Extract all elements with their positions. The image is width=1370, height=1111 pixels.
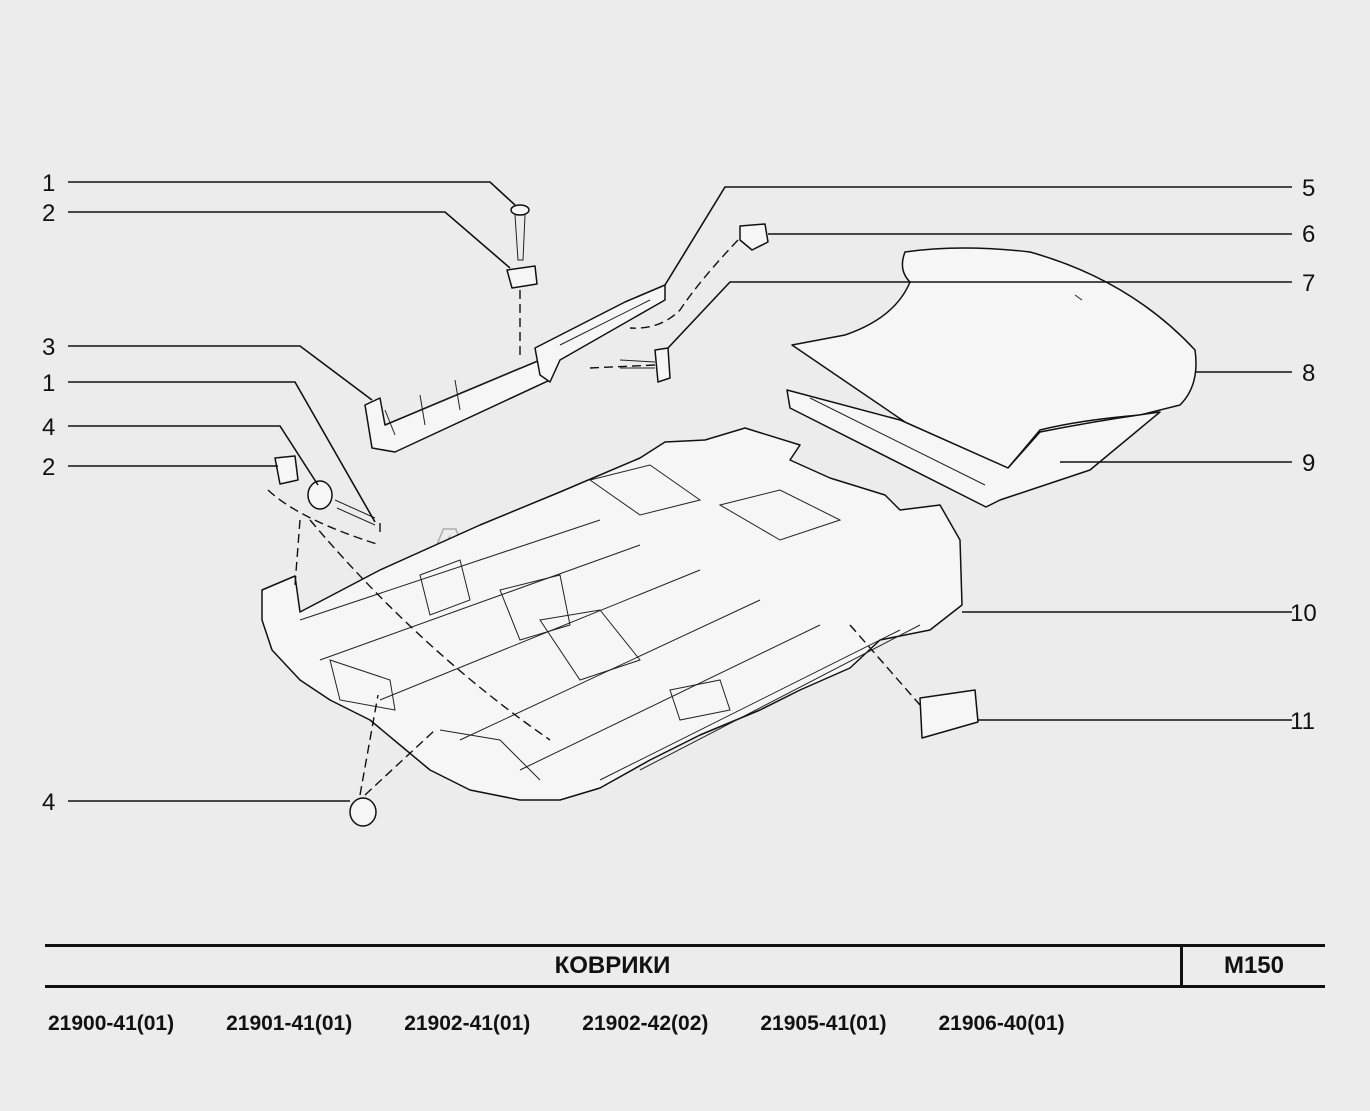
- model-code: 21902-41(01): [404, 1012, 531, 1035]
- callout-2: 2: [42, 200, 55, 227]
- callout-9: 9: [1302, 450, 1315, 477]
- page-title: КОВРИКИ: [554, 952, 671, 979]
- assembly-lines: [267, 239, 921, 796]
- fasteners: [274, 204, 979, 827]
- callout-4-lower: 4: [42, 789, 55, 816]
- sill-trim-part: [364, 284, 666, 453]
- page-code: M150: [1223, 952, 1285, 979]
- floor-carpet-part: [261, 427, 963, 801]
- model-code: 21901-41(01): [226, 1012, 353, 1035]
- model-code: 21900-41(01): [48, 1012, 175, 1035]
- trunk-mat-part: [786, 247, 1197, 508]
- callout-2-lower: 2: [42, 454, 55, 481]
- title-block: КОВРИКИ M150: [45, 944, 1325, 988]
- callout-3: 3: [42, 334, 55, 361]
- callout-5: 5: [1302, 175, 1315, 202]
- leader-lines: [68, 181, 1292, 802]
- parts-diagram: AutoSoft: [42, 170, 1317, 827]
- model-code: 21902-42(02): [582, 1012, 709, 1035]
- callouts: 1 2 3 1 4 2 4 5 6 7 8 9 10 11: [42, 170, 1317, 816]
- callout-11: 11: [1290, 708, 1315, 735]
- title-divider: [1180, 947, 1183, 985]
- model-code: 21906-40(01): [938, 1012, 1065, 1035]
- callout-8: 8: [1302, 360, 1315, 387]
- model-list: 21900-41(01) 21901-41(01) 21902-41(01) 2…: [48, 1012, 1148, 1042]
- callout-6: 6: [1302, 221, 1315, 248]
- callout-1: 1: [42, 170, 55, 197]
- callout-7: 7: [1302, 270, 1315, 297]
- model-code: 21905-41(01): [760, 1012, 887, 1035]
- callout-1-lower: 1: [42, 370, 55, 397]
- callout-10: 10: [1290, 600, 1317, 627]
- callout-4: 4: [42, 414, 55, 441]
